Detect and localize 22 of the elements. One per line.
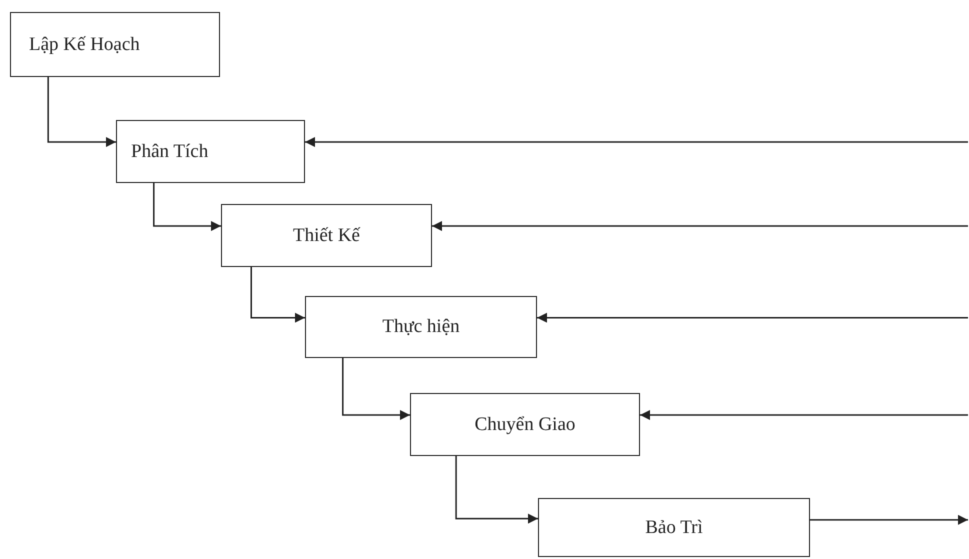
- step-label: Phân Tích: [131, 140, 208, 162]
- arrow: [537, 312, 968, 323]
- step-label: Chuyển Giao: [474, 414, 576, 436]
- arrow: [153, 183, 221, 232]
- process-box: [221, 204, 432, 267]
- step-label: Thực hiện: [382, 316, 460, 338]
- step-label: Lập Kế Hoạch: [29, 34, 140, 56]
- process-box: [116, 120, 305, 183]
- arrow: [455, 456, 538, 524]
- arrow: [47, 77, 116, 148]
- arrow: [250, 267, 305, 323]
- process-box: [305, 296, 537, 358]
- arrow: [342, 358, 410, 420]
- process-box: [10, 12, 220, 77]
- arrow: [432, 221, 968, 232]
- step-label: Thiết Kế: [292, 224, 360, 246]
- process-box: [410, 393, 640, 456]
- arrow: [810, 514, 968, 525]
- arrow: [305, 137, 968, 148]
- step-label: Bảo Trì: [645, 516, 703, 538]
- arrow: [640, 410, 968, 420]
- process-box: [538, 498, 810, 557]
